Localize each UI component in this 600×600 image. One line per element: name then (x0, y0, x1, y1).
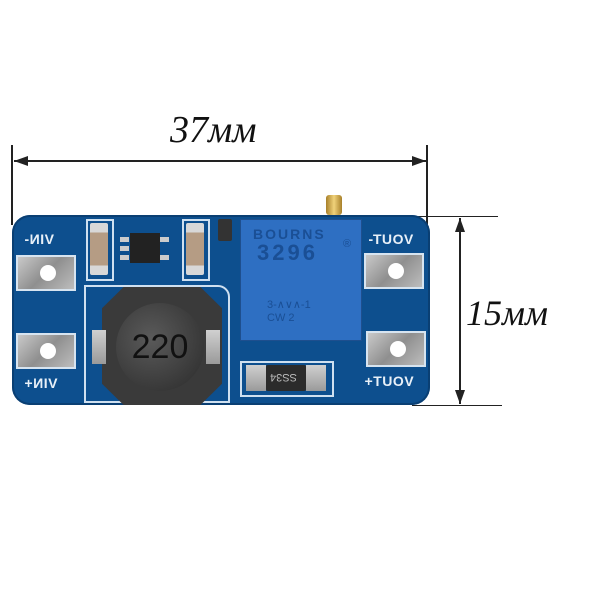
pot-cw-marking: CW 2 (267, 312, 295, 324)
resistor (218, 219, 232, 241)
capacitor-right (186, 223, 204, 275)
height-dimension-line (459, 218, 461, 404)
vin-minus-label: VIN- (24, 231, 54, 247)
capacitor-left (90, 223, 108, 275)
height-dimension-label: 15мм (466, 293, 548, 333)
vin-minus-pad (16, 255, 76, 291)
vin-plus-label: VIN+ (24, 375, 58, 391)
diode-terminal-left (246, 365, 266, 391)
height-extension-top (412, 216, 498, 217)
potentiometer-screw (326, 195, 342, 215)
vin-plus-pad (16, 333, 76, 369)
pot-model: 3296 (257, 240, 318, 265)
mounting-hole (388, 263, 404, 279)
mounting-hole (40, 343, 56, 359)
ic-pin (160, 237, 169, 242)
mounting-hole (40, 265, 56, 281)
width-dimension-label: 37мм (170, 109, 257, 151)
width-extension-left (11, 145, 13, 225)
vout-plus-pad (366, 331, 426, 367)
inductor-marking: 220 (116, 303, 204, 391)
capacitor-outline (86, 219, 114, 281)
capacitor-outline (182, 219, 210, 281)
arrow-up-icon (455, 218, 465, 232)
trim-potentiometer[interactable]: BOURNS 3296 ® 3-∧∨∧-1 CW 2 (240, 219, 362, 341)
vout-plus-label: VOUT+ (364, 373, 414, 389)
width-dimension-line (14, 160, 426, 162)
diode-terminal-right (306, 365, 326, 391)
inductor-terminal-left (92, 330, 106, 364)
ic-pin (120, 255, 129, 260)
pot-registered: ® (343, 238, 352, 250)
vout-minus-label: VOUT- (368, 231, 414, 247)
arrow-down-icon (455, 390, 465, 404)
diode-marking: SS34 (270, 371, 297, 383)
arrow-left-icon (14, 156, 28, 166)
width-extension-right (426, 145, 428, 225)
height-extension-bottom (412, 405, 502, 406)
pcb-board: VIN- VIN+ 220 BOURNS 3296 ® 3-∧∨∧-1 CW 2… (12, 195, 430, 405)
arrow-right-icon (412, 156, 426, 166)
ic-pin (120, 246, 129, 251)
inductor-terminal-right (206, 330, 220, 364)
diode-outline (240, 361, 334, 397)
pot-pin-marking: 3-∧∨∧-1 (267, 299, 311, 311)
vout-minus-pad (364, 253, 424, 289)
schottky-diode: SS34 (266, 365, 306, 391)
ic-pin (160, 255, 169, 260)
pot-brand: BOURNS (253, 226, 326, 242)
mounting-hole (390, 341, 406, 357)
boost-ic (130, 233, 160, 263)
ic-pin (120, 237, 129, 242)
